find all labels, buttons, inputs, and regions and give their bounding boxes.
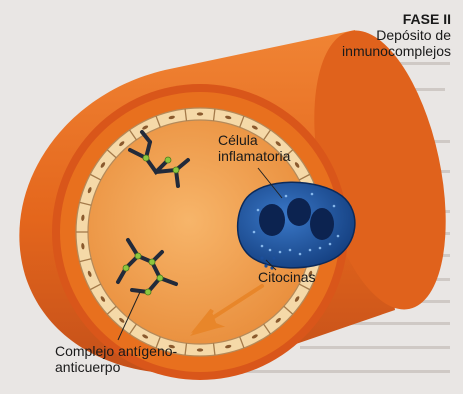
blood-vessel — [19, 19, 463, 380]
immune-complex-label: Complejo antígeno-anticuerpo — [55, 344, 215, 375]
endothelial-nucleus — [197, 112, 203, 115]
inflammatory-cell-label: Célula inflamatoria — [218, 133, 328, 164]
inflammatory-cell — [238, 182, 355, 268]
cytokines-label: Citocinas — [258, 270, 316, 286]
phase-title: FASE II — [403, 12, 451, 28]
phase-subtitle: Depósito de inmunocomplejos — [271, 28, 451, 59]
